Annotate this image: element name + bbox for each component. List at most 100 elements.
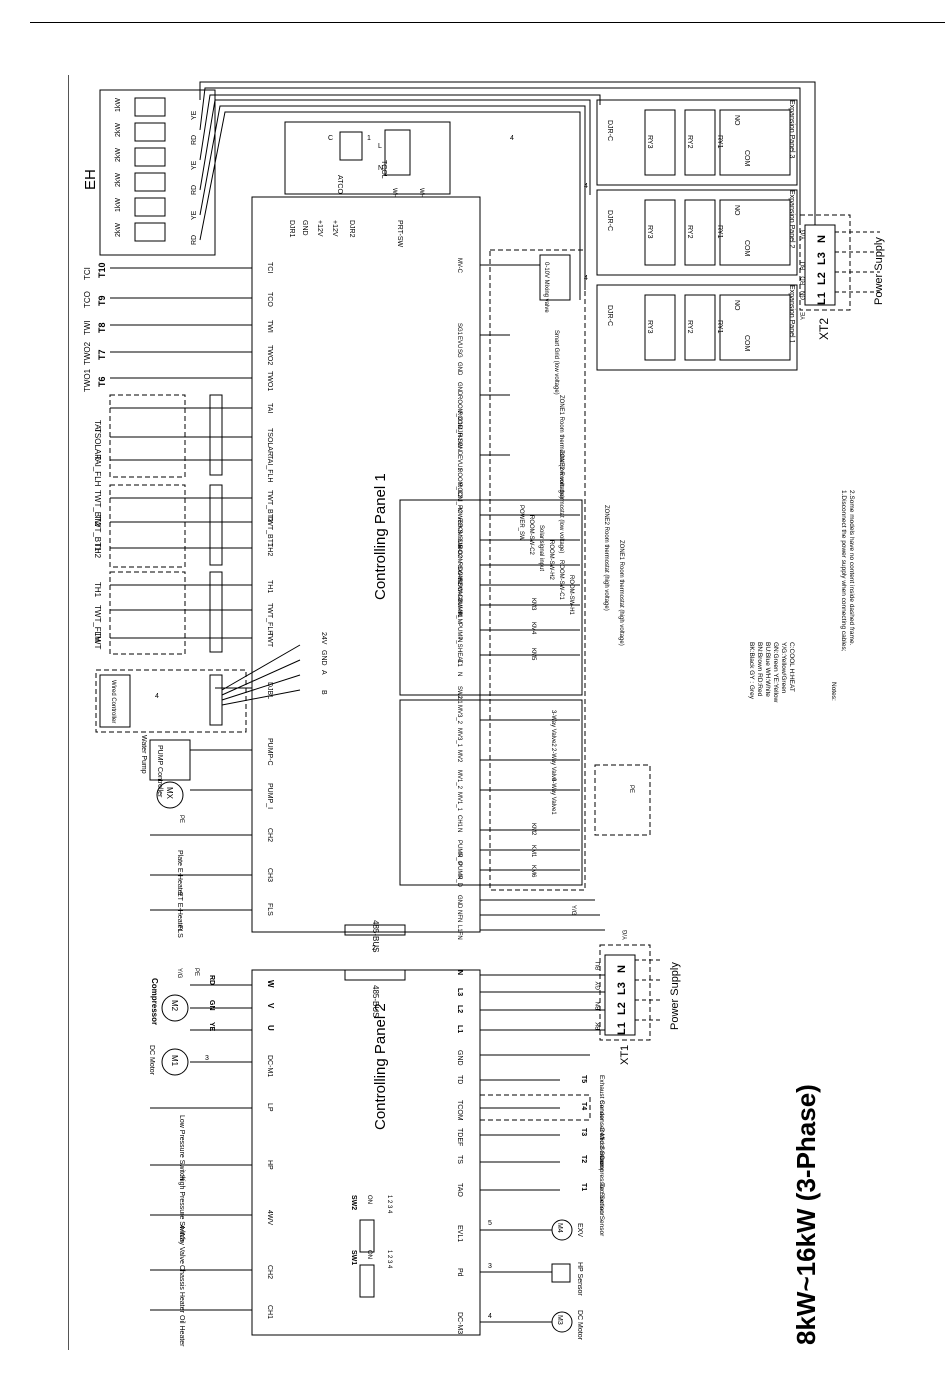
svg-text:24V: 24V — [320, 632, 327, 645]
svg-text:RD: RD — [191, 235, 198, 245]
svg-text:2.Some models have no content: 2.Some models have no content inside das… — [848, 490, 855, 646]
svg-text:MV2: MV2 — [456, 750, 462, 763]
svg-text:ZONE1 Room thermostat (low vol: ZONE1 Room thermostat (low voltage) — [558, 395, 564, 498]
atco-box — [339, 131, 363, 161]
svg-text:PUMP_M: PUMP_M — [456, 598, 462, 624]
compressor-wire-labels: RD GN YE — [208, 975, 215, 1032]
xt1-terminals: L1 L2 L3 N — [616, 965, 628, 1035]
xt2-block — [804, 224, 836, 306]
svg-text:SG: SG — [456, 349, 462, 358]
wired-controller-dashed-frame — [95, 669, 247, 733]
eh-wire-labels: YE RD YE RD YE RD — [191, 110, 198, 245]
svg-text:N: N — [456, 853, 462, 857]
sw2-label: SW2 — [350, 1195, 357, 1210]
panel1-left-ticks — [150, 267, 252, 911]
panel2-switch-labels: Low Pressure Switch High Pressure Switch… — [178, 1115, 185, 1347]
svg-text:KM5: KM5 — [530, 648, 536, 661]
wh-label-2: WH — [418, 188, 424, 198]
svg-text:GND: GND — [456, 1050, 463, 1066]
prt-dashed-frame — [284, 121, 451, 195]
svg-text:BN: BN — [596, 1002, 602, 1010]
panel2-sensor-ids: T5 T4 T3 T2 T1 — [580, 1075, 587, 1191]
xt1-yg: Y/G — [623, 929, 629, 940]
svg-text:COM: COM — [743, 240, 750, 257]
panel2-sensor-wires — [480, 1079, 560, 1323]
sensor-wires — [110, 267, 215, 639]
svg-text:+12V: +12V — [316, 220, 323, 237]
count-4-mid: 4 — [584, 183, 588, 190]
connector-strip-2 — [209, 484, 223, 566]
svg-text:GN:Green YE:Yellow: GN:Green YE:Yellow — [772, 642, 779, 703]
svg-text:KM3: KM3 — [530, 598, 536, 611]
dc-motor-count: 3 — [205, 1055, 209, 1062]
svg-text:RY1: RY1 — [716, 225, 723, 239]
svg-text:ROOM-SW-C2: ROOM-SW-C2 — [456, 518, 462, 559]
connector-strip-4 — [209, 674, 223, 726]
svg-text:GND: GND — [320, 650, 327, 666]
svg-text:COM: COM — [743, 150, 750, 167]
right-terminal-wires — [480, 264, 580, 871]
svg-text:TSOLAR: TSOLAR — [93, 428, 102, 460]
svg-text:SUN: SUN — [456, 536, 462, 549]
svg-text:TWT: TWT — [266, 632, 273, 648]
svg-text:GN: GN — [801, 291, 807, 300]
svg-text:SG1: SG1 — [456, 323, 462, 336]
plate-e-heater-label: Plate E-Heater — [176, 850, 183, 897]
svg-text:TWT_BT1: TWT_BT1 — [266, 515, 273, 547]
svg-text:TAI: TAI — [266, 403, 273, 413]
svg-text:YE: YE — [191, 110, 198, 120]
svg-text:ROOM-SW-H2: ROOM-SW-H2 — [456, 545, 462, 586]
svg-text:Y/G: Y/G — [801, 229, 807, 240]
panel2-left-terminals: W V U — [266, 980, 275, 1031]
svg-text:4WV: 4WV — [266, 1210, 273, 1226]
svg-text:ZONE2 Room thermostat (high vo: ZONE2 Room thermostat (high voltage) — [603, 505, 609, 611]
svg-text:COM: COM — [743, 335, 750, 352]
sw1-switch — [359, 1264, 375, 1298]
svg-text:ZONE1 Room thermostat (high vo: ZONE1 Room thermostat (high voltage) — [618, 540, 624, 646]
svg-text:TH2: TH2 — [93, 543, 102, 559]
svg-text:EVU1: EVU1 — [456, 455, 462, 471]
sensors-left-names: TCI TCO TWI TWO2 TWO1 — [83, 267, 92, 392]
svg-text:BU:Blue WH:White: BU:Blue WH:White — [764, 642, 771, 697]
svg-text:T9: T9 — [97, 295, 107, 306]
xt2-power-supply: Power Supply — [873, 237, 885, 305]
svg-text:TSOLAR: TSOLAR — [266, 428, 273, 456]
expansion-panel-3-frame — [596, 99, 798, 186]
svg-text:TD: TD — [456, 1075, 463, 1084]
panel2-left-wires — [150, 984, 252, 1311]
diagram-title: 8kW~16kW (3-Phase) — [791, 1084, 821, 1345]
svg-text:ZONE2 Room thermostat (low vol: ZONE2 Room thermostat (low voltage) — [558, 450, 564, 553]
svg-text:ROOM_C2: ROOM_C2 — [456, 468, 462, 498]
svg-text:RY2: RY2 — [686, 135, 693, 149]
panel1-top-terminals: DJR1 GND +12V +12V DJR2 PRT-SW — [288, 220, 403, 247]
svg-text:DJR1: DJR1 — [288, 220, 295, 238]
panel2-bottom-terminals: EVL1 Pd DC-M3 — [456, 1225, 463, 1334]
eh-heater-elements — [134, 97, 166, 242]
xt2-supply-lines — [835, 231, 880, 293]
page-left-border — [68, 75, 69, 1350]
svg-text:4-Way Valve: 4-Way Valve — [178, 1225, 185, 1264]
svg-text:T4: T4 — [580, 1102, 587, 1110]
svg-text:TH2: TH2 — [266, 543, 273, 556]
connector-strip-3 — [209, 571, 223, 653]
svg-text:MV3_2: MV3_2 — [456, 705, 462, 725]
svg-text:DC-M3: DC-M3 — [456, 1312, 463, 1334]
svg-text:ROOM-SW-C2: ROOM-SW-C2 — [528, 515, 534, 556]
svg-text:ROOM-SW-H2: ROOM-SW-H2 — [548, 540, 554, 581]
svg-text:Oil Heater: Oil Heater — [178, 1315, 185, 1347]
svg-text:POWER-S: POWER-S — [456, 505, 462, 534]
svg-text:T1: T1 — [580, 1183, 587, 1191]
svg-text:MV1_1: MV1_1 — [456, 792, 462, 812]
svg-text:TWT_BT2: TWT_BT2 — [266, 490, 273, 522]
svg-text:KM4: KM4 — [530, 622, 536, 635]
dc-motor-m1: M1 — [170, 1055, 179, 1067]
svg-text:TWO2: TWO2 — [266, 345, 273, 365]
expansion-panel-3: Expansion Panel 3 DJR-C RY3 RY2 RY1 NO C… — [606, 100, 795, 167]
svg-text:High Pressure Switch: High Pressure Switch — [178, 1175, 185, 1242]
svg-text:CH1: CH1 — [456, 815, 462, 828]
svg-text:RY2: RY2 — [686, 320, 693, 334]
tcol-box — [384, 129, 411, 176]
l1fn-label: L1FN — [456, 925, 462, 940]
svg-text:BU: BU — [801, 262, 807, 270]
svg-text:T7: T7 — [97, 349, 107, 360]
